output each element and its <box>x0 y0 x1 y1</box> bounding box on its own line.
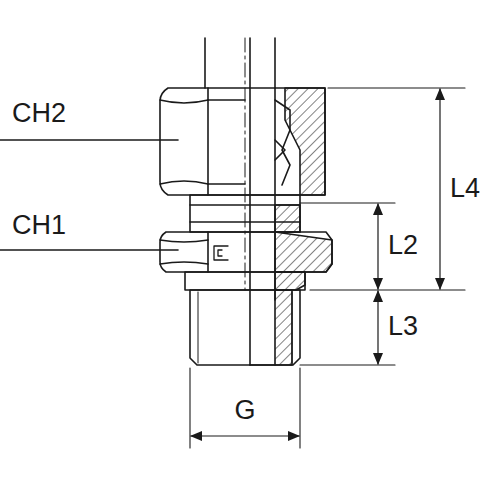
dimension-label: L4 <box>450 175 480 202</box>
tube <box>205 38 275 365</box>
leader-line <box>0 249 178 251</box>
dimension-label: G <box>234 397 255 424</box>
thread-stud <box>185 272 305 365</box>
body-hex <box>160 232 332 272</box>
body-neck <box>190 195 300 232</box>
dimension-label: L3 <box>388 313 418 340</box>
dimension-lines <box>191 89 440 436</box>
union-nut <box>160 88 325 195</box>
part-label: CH2 <box>12 100 66 127</box>
extension-lines <box>190 88 465 448</box>
part-label: CH1 <box>12 212 66 239</box>
leader-line <box>0 139 178 141</box>
dimension-label: L2 <box>388 232 418 259</box>
